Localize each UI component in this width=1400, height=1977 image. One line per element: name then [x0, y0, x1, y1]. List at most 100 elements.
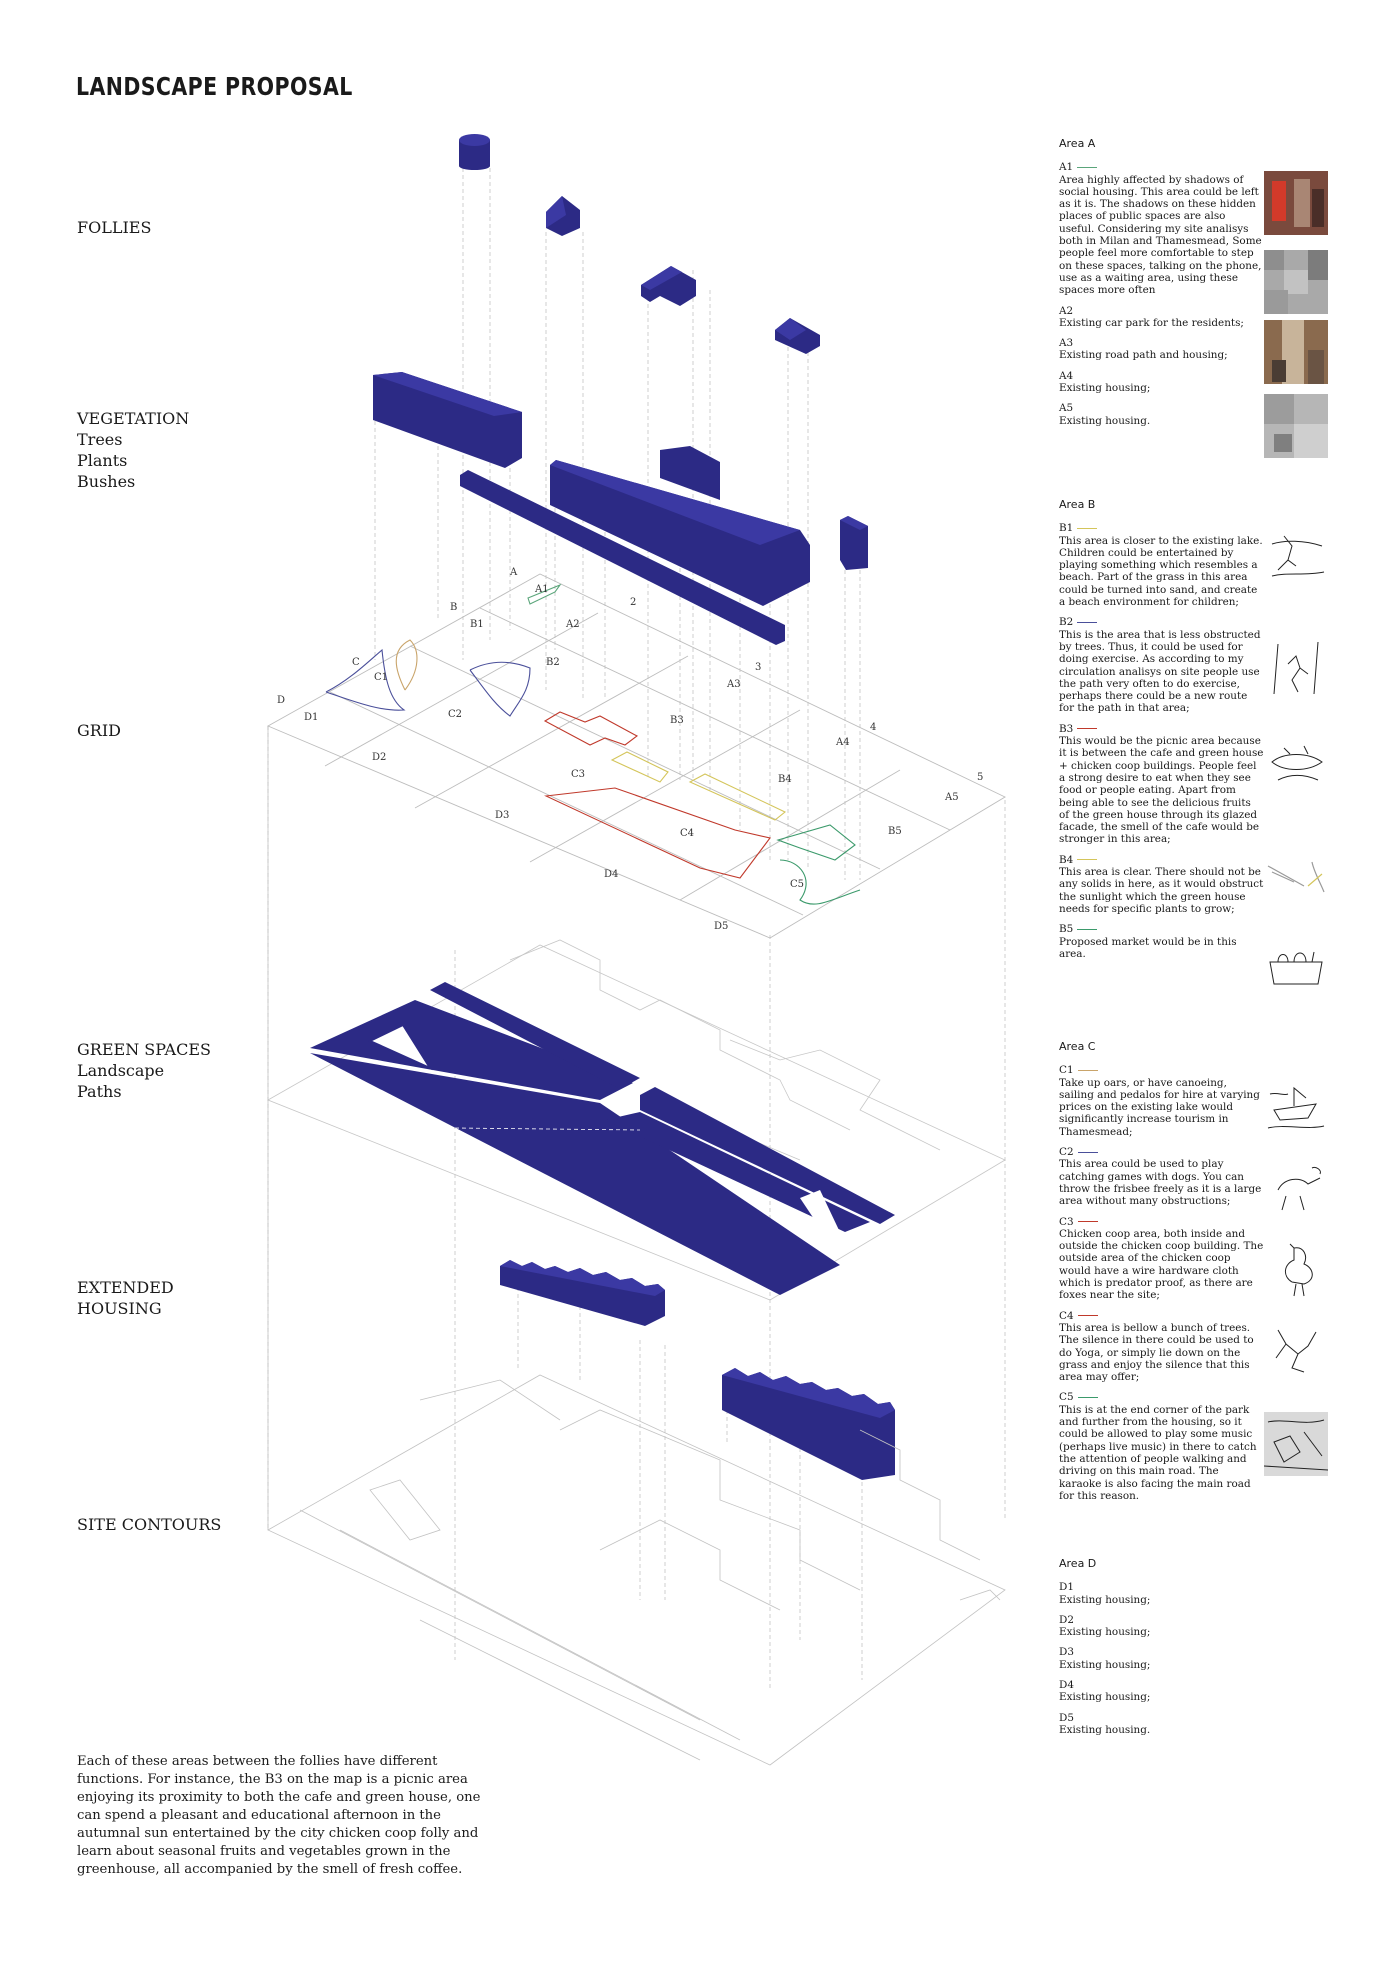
area-text: Existing housing;	[1059, 1691, 1151, 1704]
area-code: B1	[1059, 522, 1264, 534]
layer-label-grid: GRID	[77, 720, 121, 741]
grid-label-d: D	[277, 695, 285, 706]
zone-a1: A1	[534, 584, 549, 595]
area-title: Area B	[1059, 498, 1096, 511]
legend-line	[1077, 1069, 1098, 1071]
area-code-label: B4	[1059, 853, 1074, 866]
zone-c3: C3	[571, 769, 585, 780]
area-code-label: C1	[1059, 1064, 1074, 1077]
layer-subheading: Paths	[77, 1082, 122, 1101]
area-text: This would be the picnic area because it…	[1059, 735, 1264, 846]
zone-c5: C5	[790, 879, 804, 890]
area-entry: C5 This is at the end corner of the park…	[1059, 1391, 1264, 1502]
legend-line	[1077, 1397, 1098, 1399]
area-code-label: B1	[1059, 522, 1074, 535]
area-code-label: C5	[1059, 1391, 1074, 1404]
photo-a1-icon	[1264, 171, 1328, 235]
area-code: B4	[1059, 854, 1264, 866]
area-code-label: D2	[1059, 1613, 1074, 1626]
area-title: Area C	[1059, 1040, 1096, 1053]
area-code-label: B5	[1059, 923, 1074, 936]
folly-house	[546, 196, 580, 236]
area-code-label: D3	[1059, 1646, 1074, 1659]
area-entry: D4 Existing housing;	[1059, 1679, 1264, 1704]
area-text: This is the area that is less obstructed…	[1059, 628, 1261, 715]
photo-a3-icon	[1264, 320, 1328, 384]
zone-c1: C1	[374, 672, 388, 683]
grid-zone-outlines	[325, 583, 861, 905]
layer-label-follies: FOLLIES	[77, 217, 151, 238]
area-code-label: A4	[1059, 369, 1074, 382]
grid-label-4: 4	[870, 722, 876, 733]
legend-line	[1077, 1221, 1098, 1223]
area-code-label: B3	[1059, 722, 1074, 735]
area-code: B5	[1059, 923, 1264, 935]
area-code: C2	[1059, 1146, 1264, 1158]
area-text: Take up oars, or have canoeing, sailing …	[1059, 1076, 1260, 1138]
area-text: Existing road path and housing;	[1059, 349, 1228, 362]
sketch-b2-icon	[1273, 641, 1319, 695]
sketch-b4-icon	[1267, 861, 1325, 893]
area-code: C3	[1059, 1216, 1264, 1228]
legend-line	[1077, 728, 1098, 730]
area-text: This area is clear. There should not be …	[1059, 866, 1264, 915]
caption-text: Each of these areas between the follies …	[77, 1754, 481, 1877]
area-code: C5	[1059, 1391, 1264, 1403]
layer-label-site-contours: SITE CONTOURS	[77, 1514, 221, 1535]
follies-layer	[459, 134, 820, 354]
grid-label-b: B	[450, 602, 457, 613]
layer-heading: GREEN SPACES	[77, 1040, 211, 1059]
vegetation-layer	[373, 372, 868, 645]
area-entry: B1 This area is closer to the existing l…	[1059, 522, 1264, 608]
layer-heading: VEGETATION	[77, 409, 190, 428]
grid-label-2: 2	[630, 597, 636, 608]
area-entry: A3 Existing road path and housing;	[1059, 337, 1264, 362]
zone-d3: D3	[495, 810, 509, 821]
area-text: Proposed market would be in this area.	[1059, 935, 1237, 960]
area-entry: C3 Chicken coop area, both inside and ou…	[1059, 1216, 1264, 1302]
grid-label-c: C	[352, 657, 360, 668]
area-entry: C2 This area could be used to play catch…	[1059, 1146, 1264, 1207]
zone-c4: C4	[680, 828, 694, 839]
extended-housing-layer	[500, 1260, 895, 1480]
zone-b1: B1	[470, 619, 484, 630]
area-entry: D3 Existing housing;	[1059, 1646, 1264, 1671]
area-entry: B4 This area is clear. There should not …	[1059, 854, 1264, 915]
zone-d1: D1	[304, 712, 318, 723]
zone-a3: A3	[726, 679, 741, 690]
area-code: A1	[1059, 161, 1264, 173]
zone-d4: D4	[604, 869, 618, 880]
area-entry: D5 Existing housing.	[1059, 1712, 1264, 1737]
area-entry: D2 Existing housing;	[1059, 1614, 1264, 1639]
area-text: Existing housing;	[1059, 1658, 1151, 1671]
diagram-caption: Each of these areas between the follies …	[77, 1753, 507, 1879]
area-text: Existing housing.	[1059, 1723, 1151, 1736]
layer-heading: HOUSING	[77, 1299, 162, 1318]
area-code-label: C4	[1059, 1309, 1074, 1322]
zone-b2: B2	[546, 657, 560, 668]
layer-subheading: Bushes	[77, 472, 136, 491]
area-text: Existing housing;	[1059, 1593, 1151, 1606]
area-code-label: D4	[1059, 1679, 1074, 1692]
green-spaces-layer	[310, 982, 895, 1295]
layer-label-vegetation: VEGETATION Trees Plants Bushes	[77, 408, 189, 492]
grid-labels: A B C D 2 3 4 5 A1 A2 A3 A4 A5 B1 B2 B3 …	[277, 567, 983, 932]
area-entry: C4 This area is bellow a bunch of trees.…	[1059, 1310, 1264, 1384]
area-text: Existing housing;	[1059, 382, 1151, 395]
zone-c2: C2	[448, 709, 462, 720]
area-entry: B3 This would be the picnic area because…	[1059, 723, 1264, 846]
area-text: Existing housing;	[1059, 1626, 1151, 1639]
legend-line	[1077, 928, 1098, 930]
area-entry: D1 Existing housing;	[1059, 1581, 1264, 1606]
legend-line	[1077, 859, 1098, 861]
zone-d5: D5	[714, 921, 728, 932]
area-code: B3	[1059, 723, 1264, 735]
sketch-b3-icon	[1271, 745, 1323, 781]
page-title: LANDSCAPE PROPOSAL	[76, 72, 353, 101]
layer-heading: FOLLIES	[77, 218, 152, 237]
area-code: C4	[1059, 1310, 1264, 1322]
layer-subheading: Landscape	[77, 1061, 165, 1080]
sketch-c3-icon	[1285, 1243, 1313, 1297]
area-entry: A2 Existing car park for the residents;	[1059, 305, 1264, 330]
zone-b3: B3	[670, 715, 684, 726]
